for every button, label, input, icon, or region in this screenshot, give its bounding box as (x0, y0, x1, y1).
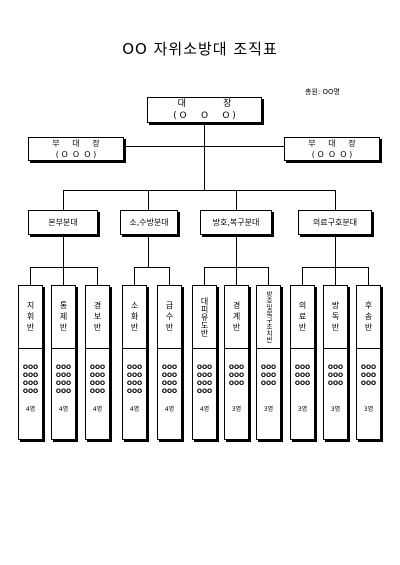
team-count: 3명 (330, 406, 341, 413)
chief-box: 대 장 ( O O O ) (147, 97, 262, 123)
team-count: 3명 (231, 406, 242, 413)
connector-div3-down (236, 235, 237, 267)
team-column: 후송반 OOO OOO OOO 3명 (356, 285, 381, 440)
team-divider (257, 348, 280, 349)
connector-div2-up (148, 190, 149, 210)
connector-div3-up (236, 190, 237, 210)
team-label: 지휘반 (26, 300, 35, 334)
team-count: 4명 (92, 406, 103, 413)
team-divider (158, 348, 181, 349)
team-count: 3명 (363, 406, 374, 413)
team-members: OOO OOO OOO (327, 364, 344, 387)
team-members: OOO OOO OOO OOO (196, 364, 213, 395)
vice-chief-right-box: 부 대 장 ( O O O ) (284, 137, 380, 161)
team-label: 통제반 (59, 300, 68, 334)
team-count: 4명 (129, 406, 140, 413)
division-box: 의료구호분대 (298, 210, 372, 235)
team-count: 4명 (199, 406, 210, 413)
connector-vice-horizontal (124, 146, 284, 147)
connector-team1-up (30, 267, 31, 285)
team-column: 방독반 OOO OOO OOO 3명 (323, 285, 348, 440)
team-divider (19, 348, 42, 349)
team-divider (225, 348, 248, 349)
division-box: 본부분대 (28, 210, 98, 235)
team-members: OOO OOO OOO (360, 364, 377, 387)
vice-chief-left-role: 부 대 장 (52, 139, 100, 148)
team-count: 4명 (25, 406, 36, 413)
team-column: 대피유도반 OOO OOO OOO OOO 4명 (192, 285, 217, 440)
team-column: 경계반 OOO OOO OOO 3명 (224, 285, 249, 440)
team-members: OOO OOO OOO (260, 364, 277, 387)
connector-chief-down (204, 122, 205, 190)
vice-chief-right-name: ( O O O ) (311, 150, 353, 159)
division-label: 의료구호분대 (312, 218, 358, 227)
connector-team11-up (368, 267, 369, 285)
team-column: 방호및복구조치반 OOO OOO OOO 3명 (256, 285, 281, 440)
team-label: 대피유도반 (200, 297, 209, 337)
team-count: 3명 (297, 406, 308, 413)
connector-team9-up (302, 267, 303, 285)
connector-team2-up (63, 267, 64, 285)
page-title: OO 자위소방대 조직표 (122, 40, 278, 58)
team-members: OOO OOO OOO OOO (22, 364, 39, 395)
team-count: 4명 (58, 406, 69, 413)
vice-chief-right-role: 부 대 장 (308, 139, 356, 148)
team-label: 방호및복구조치반 (264, 291, 273, 343)
team-label: 후송반 (364, 300, 373, 334)
team-divider (52, 348, 75, 349)
connector-division-horizontal (63, 190, 335, 191)
division-label: 방호,복구분대 (212, 218, 260, 227)
connector-team6-up (204, 267, 205, 285)
team-label: 경보반 (93, 300, 102, 334)
connector-team7-up (236, 267, 237, 285)
team-divider (324, 348, 347, 349)
connector-team10-up (335, 267, 336, 285)
division-label: 본부분대 (48, 218, 78, 227)
division-label: 소,수방분대 (129, 218, 169, 227)
team-members: OOO OOO OOO OOO (126, 364, 143, 395)
connector-div4-down (335, 235, 336, 267)
division-box: 소,수방분대 (120, 210, 178, 235)
connector-div4-up (335, 190, 336, 210)
connector-team4-up (134, 267, 135, 285)
team-divider (291, 348, 314, 349)
connector-team5-up (169, 267, 170, 285)
team-divider (357, 348, 380, 349)
chief-role: 대 장 (177, 99, 232, 109)
connector-div1-down (63, 235, 64, 267)
team-column: 지휘반 OOO OOO OOO OOO 4명 (18, 285, 43, 440)
team-members: OOO OOO OOO (228, 364, 245, 387)
team-label: 급수반 (165, 300, 174, 334)
vice-chief-left-box: 부 대 장 ( O O O ) (28, 137, 124, 161)
division-box: 방호,복구분대 (200, 210, 272, 235)
team-members: OOO OOO OOO OOO (89, 364, 106, 395)
team-members: OOO OOO OOO (294, 364, 311, 387)
team-label: 경계반 (232, 300, 241, 334)
team-count: 3명 (263, 406, 274, 413)
team-members: OOO OOO OOO OOO (55, 364, 72, 395)
team-divider (123, 348, 146, 349)
connector-div2-horizontal (134, 267, 169, 268)
team-label: 의료반 (298, 300, 307, 334)
team-label: 방독반 (331, 300, 340, 334)
connector-div2-down (148, 235, 149, 267)
team-column: 통제반 OOO OOO OOO OOO 4명 (51, 285, 76, 440)
team-column: 소화반 OOO OOO OOO OOO 4명 (122, 285, 147, 440)
vice-chief-left-name: ( O O O ) (55, 150, 97, 159)
team-column: 급수반 OOO OOO OOO OOO 4명 (157, 285, 182, 440)
team-count: 4명 (164, 406, 175, 413)
connector-team8-up (268, 267, 269, 285)
team-divider (86, 348, 109, 349)
connector-team3-up (97, 267, 98, 285)
team-column: 의료반 OOO OOO OOO 3명 (290, 285, 315, 440)
team-label: 소화반 (130, 300, 139, 334)
team-members: OOO OOO OOO OOO (161, 364, 178, 395)
team-column: 경보반 OOO OOO OOO OOO 4명 (85, 285, 110, 440)
total-personnel: 총원: OO명 (305, 88, 340, 96)
connector-div1-up (63, 190, 64, 210)
chief-name: ( O O O ) (173, 111, 236, 121)
team-divider (193, 348, 216, 349)
